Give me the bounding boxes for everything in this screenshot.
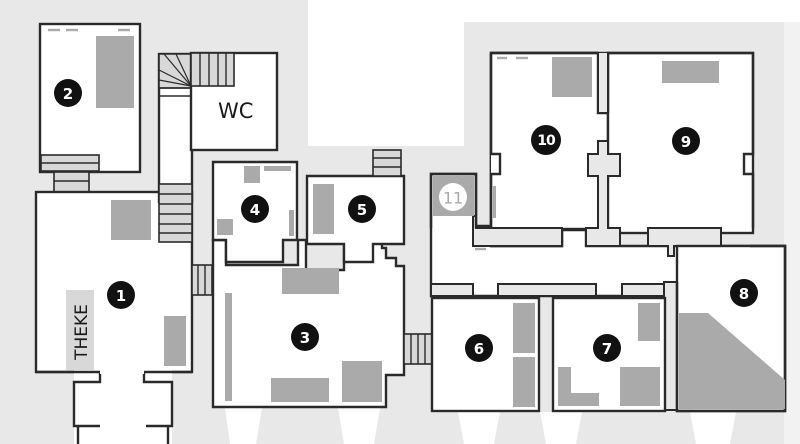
room-5[interactable] xyxy=(305,174,406,264)
svg-text:4: 4 xyxy=(250,201,260,219)
table xyxy=(552,57,592,97)
courtyard-area xyxy=(308,0,464,146)
room-badge-5: 5 xyxy=(348,195,376,223)
table xyxy=(513,357,535,407)
stairs-room2-room1 xyxy=(53,171,90,193)
room-badge-7: 7 xyxy=(593,334,621,362)
table xyxy=(313,184,334,234)
wc-label: WC xyxy=(218,99,253,123)
table xyxy=(244,166,260,183)
table xyxy=(638,303,660,341)
svg-text:3: 3 xyxy=(300,329,310,347)
svg-text:5: 5 xyxy=(357,201,367,219)
table xyxy=(662,61,719,83)
room-badge-6: 6 xyxy=(465,334,493,362)
table xyxy=(342,361,382,402)
shelf xyxy=(264,166,291,171)
room-badge-10: 10 xyxy=(531,125,561,155)
table xyxy=(96,36,134,108)
svg-text:7: 7 xyxy=(602,340,612,358)
svg-text:8: 8 xyxy=(739,285,749,303)
table xyxy=(164,316,186,366)
window-light-shapes xyxy=(225,408,736,444)
room-badge-9: 9 xyxy=(672,127,700,155)
table xyxy=(513,303,535,353)
stair-corridor xyxy=(157,52,194,243)
svg-text:10: 10 xyxy=(537,133,556,149)
pillars xyxy=(430,53,722,411)
room-badge-1: 1 xyxy=(107,281,135,309)
room-wc[interactable]: WC xyxy=(189,51,279,152)
room-8[interactable] xyxy=(675,244,787,413)
l-shaped-table xyxy=(558,367,599,406)
room-badge-8: 8 xyxy=(730,279,758,307)
top-margin xyxy=(464,0,800,22)
shelf xyxy=(493,186,496,218)
bar-counter xyxy=(66,290,94,372)
svg-text:11: 11 xyxy=(443,189,463,208)
room-badge-3: 3 xyxy=(291,323,319,351)
room-badge-4: 4 xyxy=(241,195,269,223)
stage-area xyxy=(679,313,785,409)
shelf xyxy=(289,210,294,236)
svg-text:1: 1 xyxy=(116,287,126,305)
entrance-vestibule xyxy=(36,370,192,444)
table xyxy=(620,367,660,406)
bar-counter-label: THEKE xyxy=(72,304,92,361)
table xyxy=(111,200,151,240)
table xyxy=(271,378,329,402)
right-margin xyxy=(784,22,800,444)
svg-text:9: 9 xyxy=(681,133,691,151)
room-badge-2: 2 xyxy=(54,79,82,107)
room-7[interactable] xyxy=(551,296,667,413)
stairs-room5 xyxy=(372,149,402,177)
shelf xyxy=(225,293,232,401)
table xyxy=(282,268,339,294)
table xyxy=(217,219,233,235)
stairs-room3-room6 xyxy=(403,333,433,365)
room-badge-11: 11 xyxy=(439,183,467,211)
stairs-room1-room3 xyxy=(191,264,213,296)
svg-text:6: 6 xyxy=(474,340,484,358)
svg-text:2: 2 xyxy=(63,85,73,103)
